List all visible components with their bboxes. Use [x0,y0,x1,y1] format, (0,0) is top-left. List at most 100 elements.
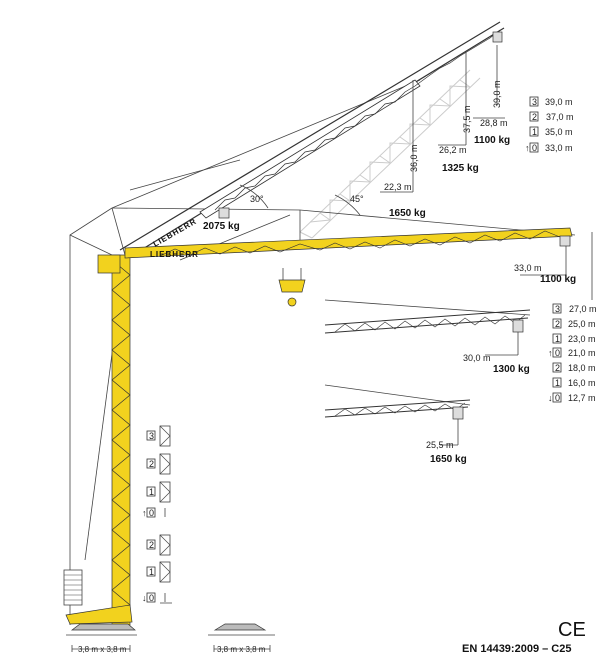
drawing-part [438,52,467,146]
angle-45-label: 45° [350,194,364,204]
radius-label: 30,0 m [463,353,491,363]
drawing-part [111,259,131,621]
label: 3 [532,97,537,107]
drawing-part [159,230,561,257]
angle-30-label: 30° [250,194,264,204]
label: 23,0 m [568,334,596,344]
base-dimension: 3,8 m x 3,8 m [78,645,127,654]
drawing-part [111,207,126,256]
drawing-part [552,318,562,329]
second-base [213,623,267,631]
drawing-part [146,566,156,577]
load-label: 1650 kg [430,454,467,465]
label: 2 [555,319,560,329]
drawing-part [529,126,539,137]
arrow-up-icon: ↑ [142,508,147,518]
drawing-part [160,593,172,604]
drawing-part [146,539,156,550]
drawing-part [324,309,531,334]
base-dimension: 3,8 m x 3,8 m [217,645,266,654]
arrow-up-icon: ↑ [548,348,553,358]
drawing-part [309,85,471,223]
horizontal-jib: LIEBHERR [124,227,593,300]
label: 0 [555,393,560,403]
drawing-part [214,29,501,211]
label: 12,7 m [568,393,596,403]
label: 2 [555,363,560,373]
drawing-part [159,481,171,503]
drawing-part [65,604,133,625]
drawing-part [334,194,361,216]
drawing-part [485,332,519,356]
drawing-part [552,333,562,344]
drawing-part [552,392,562,403]
drawing-part [199,79,421,219]
standard-label: EN 14439:2009 – C25 [462,643,571,654]
load-label: 1650 kg [389,208,426,219]
label: 18,0 m [568,363,596,373]
label: 37,0 m [546,112,574,122]
radius-label: 22,3 m [384,182,412,192]
drawing-part [552,303,562,314]
drawing-part [159,425,171,447]
label: 39,0 m [545,97,573,107]
drawing-part [287,297,297,307]
drawing-part [111,254,131,626]
label: 3 [555,304,560,314]
load-2075: 2075 kg [203,221,240,232]
drawing-part [324,399,471,418]
label: 0 [532,143,537,153]
label: 1 [555,378,560,388]
trolley-icon [218,207,230,219]
drawing-part [278,279,306,293]
drawing-part [282,268,302,280]
label: 1 [149,487,154,497]
inclined-jib-dimensions [380,45,505,193]
drawing-part [64,574,82,601]
drawing-part [552,362,562,373]
hook-block-icon [452,406,464,420]
label: 1 [555,334,560,344]
drawing-part [529,142,539,153]
label: 25,0 m [568,319,596,329]
inclined-jib-30-degree: LIEBHERR [119,21,505,259]
drawing-part [97,254,121,274]
load-label: 1325 kg [442,163,479,174]
drawing-part [334,402,466,417]
drawing-part [146,507,156,518]
drawing-part [520,246,567,276]
drawing-part [380,80,414,193]
drawing-part [146,592,156,603]
short-jib-1 [324,309,531,356]
drawing-part [159,453,171,475]
arrow-down-icon: ↓ [548,393,553,403]
drawing-part [159,534,171,556]
drawing-part [146,430,156,441]
drawing-part [124,227,573,259]
hook-block-icon [492,31,503,43]
drawing-part [552,377,562,388]
hook-block-icon [559,235,571,247]
drawing-part [529,111,539,122]
drawing-part [239,184,269,209]
drawing-part [111,79,421,209]
drawing-part [299,69,481,239]
short-jib-2 [324,399,471,446]
ce-mark: CE [558,619,586,641]
pendant-lines [69,79,576,625]
load-label: 1100 kg [474,135,510,146]
radius-label: 33,0 m [514,263,542,273]
ballast-stack [63,569,83,606]
drawing-part [440,419,459,446]
hook-block-icon [512,319,524,333]
drawing-part [70,623,136,631]
tower-section-icons [159,425,172,604]
drawing-part [529,96,539,107]
label: 0 [149,593,154,603]
drawing-part [69,234,113,256]
label: 2 [149,540,154,550]
label: 0 [149,508,154,518]
